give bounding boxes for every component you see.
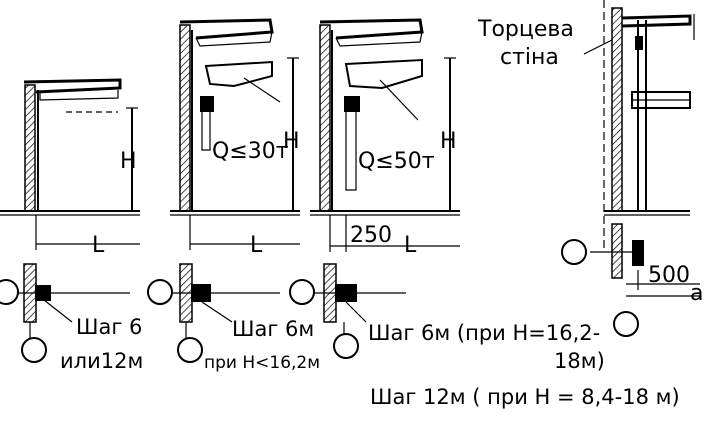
wall-column — [319, 24, 331, 212]
axis-marker — [333, 333, 359, 359]
end-wall-label-1: Торцева — [477, 17, 574, 42]
axis-marker — [0, 279, 19, 305]
height-label: H — [120, 149, 137, 174]
crane-diag — [243, 77, 281, 103]
roof-slab — [23, 78, 122, 94]
crane-diag — [379, 79, 419, 121]
end-wall — [611, 7, 623, 212]
roof-beam — [39, 90, 119, 101]
section-4: Торцева стіна 500 a — [477, 0, 703, 337]
wall-column — [24, 84, 36, 212]
section-1: H L Шаг 6 или12м — [0, 78, 143, 373]
axis-marker — [177, 337, 203, 363]
plan-column — [632, 240, 644, 266]
caption-2-line2: при H<16,2м — [204, 353, 320, 373]
roof-slab — [319, 18, 424, 40]
span-label: L — [404, 233, 417, 258]
crane-beam — [631, 91, 691, 109]
caption-3-line1: Шаг 6м (при H=16,2- — [368, 321, 600, 345]
caption-3-line2: 18м) — [554, 349, 605, 373]
caption-1-line1: Шаг 6 — [76, 315, 142, 339]
roof-beam — [195, 31, 273, 47]
roof-beam — [335, 31, 423, 47]
roof-slab — [621, 14, 692, 28]
crane-column — [345, 112, 357, 191]
caption-leader — [201, 301, 233, 323]
caption-leader — [345, 301, 367, 323]
caption-leader — [43, 299, 73, 323]
roof-slab — [179, 18, 274, 40]
offset-label: 250 — [350, 223, 392, 248]
height-label: H — [440, 129, 457, 154]
caption-1-line2: или12м — [60, 349, 143, 373]
end-wall-leader — [583, 39, 613, 55]
caption-2-line1: Шаг 6м — [232, 317, 314, 341]
axis-marker — [21, 337, 47, 363]
height-label: H — [283, 129, 300, 154]
offset-label-a: a — [690, 281, 703, 306]
plan-end-wall — [611, 223, 623, 279]
section-3: Q≤50т H 250 L Шаг 6м (при H=16,2- 18м) Ш… — [289, 18, 680, 409]
span-label: L — [92, 233, 105, 258]
end-wall-label-2: стіна — [500, 45, 559, 70]
axis-marker — [561, 239, 587, 265]
axis-marker — [613, 311, 639, 337]
wall-column — [179, 24, 191, 212]
span-label: L — [250, 233, 263, 258]
crane-bridge — [204, 60, 273, 88]
caption-4: Шаг 12м ( при H = 8,4-18 м) — [370, 385, 680, 409]
crane-column — [201, 112, 211, 151]
section-2: Q≤30т H L Шаг 6м при H<16,2м — [147, 18, 320, 373]
offset-label-500: 500 — [648, 263, 690, 288]
frame-bracket — [635, 36, 643, 50]
crane-rail — [200, 96, 214, 112]
axis-marker — [147, 279, 173, 305]
crane-bridge — [344, 58, 423, 90]
load-label-30: Q≤30т — [212, 139, 289, 164]
crane-rail — [344, 96, 360, 112]
axis-marker — [289, 279, 315, 305]
load-label-50: Q≤50т — [358, 149, 435, 174]
